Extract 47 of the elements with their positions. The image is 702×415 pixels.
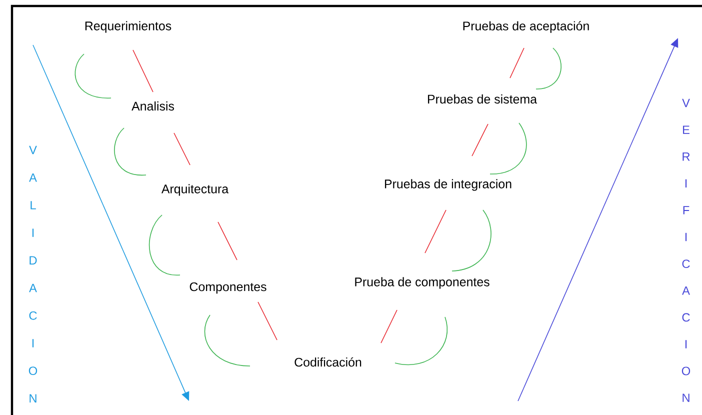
connector-arc [204, 314, 250, 366]
vertical-letter: O [682, 366, 690, 376]
connector-line [132, 50, 154, 92]
connector-arc [148, 214, 180, 276]
vertical-letter: N [682, 394, 690, 402]
vertical-letter: N [30, 394, 36, 402]
vertical-letter: C [682, 260, 690, 268]
connector-arc [490, 122, 527, 174]
vertical-letter: C [29, 311, 37, 320]
connector-line [472, 124, 488, 156]
stage-label: Requerimientos [85, 21, 172, 33]
stage-label: Pruebas de aceptación [463, 21, 589, 33]
connector-line [258, 302, 278, 340]
vertical-letter: R [682, 152, 690, 161]
stage-label: Pruebas de sistema [428, 94, 537, 104]
vertical-letter: F [683, 206, 690, 214]
vertical-letter: I [32, 228, 34, 237]
stage-label: Analisis [132, 101, 174, 111]
connector-line [380, 310, 398, 344]
vertical-letter: I [685, 232, 687, 242]
connector-arc [536, 48, 562, 90]
stage-label: Prueba de componentes [355, 277, 490, 289]
vertical-letter: L [30, 201, 36, 210]
stage-label: Arquitectura [161, 184, 229, 196]
connector-line [174, 132, 190, 166]
connector-arc [394, 316, 448, 366]
vertical-letter: I [685, 340, 687, 348]
vertical-letter: C [682, 313, 690, 322]
connector-line [424, 210, 446, 254]
vertical-letter: O [28, 366, 38, 376]
connector-arc [74, 54, 112, 98]
connector-line [510, 48, 524, 78]
stage-label: Pruebas de integracion [384, 179, 512, 191]
vertical-letter: V [29, 146, 37, 154]
vertical-letter: I [32, 339, 34, 348]
vertical-letter: E [683, 126, 690, 134]
connector-arc [452, 210, 492, 272]
connector-line [218, 222, 238, 260]
vertical-letter: D [30, 256, 37, 264]
vertical-letter: A [682, 286, 690, 295]
vertical-letter: I [685, 179, 687, 188]
stage-label: Componentes [190, 282, 266, 294]
vertical-letter: A [29, 284, 37, 292]
connector-arc [114, 128, 146, 176]
stage-label: Codificación [294, 357, 362, 367]
vertical-letter: A [29, 174, 37, 182]
vertical-letter: V [682, 98, 690, 108]
